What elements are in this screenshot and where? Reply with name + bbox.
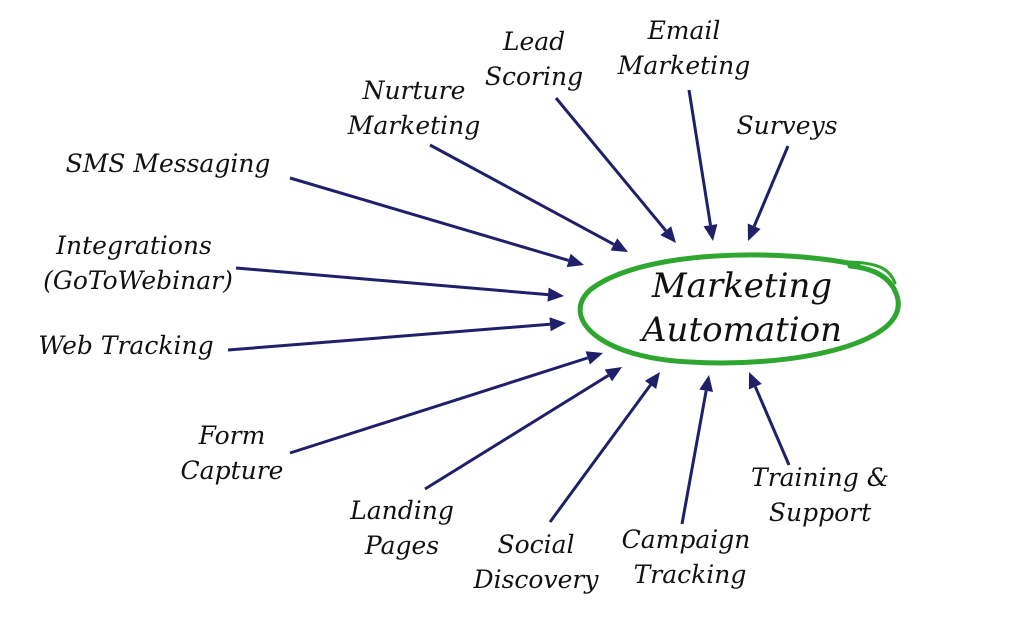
arrow-shaft	[680, 390, 708, 525]
node-label-line: Web Tracking	[38, 331, 213, 360]
node-label-line: Pages	[364, 531, 439, 560]
arrow-head	[644, 372, 660, 390]
node-web-tracking: Web Tracking	[38, 331, 213, 360]
arrow-shaft	[227, 322, 551, 352]
arrow-shaft	[429, 143, 615, 246]
arrow-web-tracking	[227, 317, 566, 352]
node-email-marketing: Email Marketing	[617, 16, 751, 80]
center-label-line2: Automation	[639, 310, 842, 350]
arrow-shaft	[687, 89, 712, 226]
node-campaign-tracking: Campaign Tracking	[622, 525, 751, 589]
node-sms-messaging: SMS Messaging	[66, 149, 271, 178]
node-integrations: Integrations (GoToWebinar)	[43, 231, 233, 295]
arrow-shaft	[753, 386, 791, 466]
arrow-head	[660, 226, 676, 243]
node-label-line: Discovery	[473, 565, 600, 594]
arrow-social-discovery	[548, 372, 660, 523]
node-social-discovery: Social Discovery	[473, 530, 600, 594]
node-label-line: Lead	[502, 27, 565, 56]
node-label-line: Surveys	[736, 111, 837, 140]
arrow-head	[747, 223, 761, 241]
arrow-nurture-marketing	[429, 143, 628, 252]
arrow-head	[547, 287, 564, 302]
node-surveys: Surveys	[736, 111, 837, 140]
node-label-line: Integrations	[55, 231, 212, 260]
arrow-head	[549, 317, 566, 332]
arrow-training-support	[748, 372, 791, 466]
node-label-line: Tracking	[634, 560, 747, 589]
node-label-line: Email	[647, 16, 721, 45]
arrow-shaft	[289, 356, 589, 455]
arrow-shaft	[752, 145, 790, 227]
arrow-shaft	[289, 176, 570, 262]
arrow-campaign-tracking	[680, 375, 714, 525]
node-label-line: Nurture	[362, 76, 466, 105]
node-label-line: Form	[198, 421, 266, 450]
center-ellipse	[577, 252, 901, 366]
node-label-line: Capture	[181, 456, 284, 485]
node-form-capture: Form Capture	[181, 421, 284, 485]
arrow-head	[699, 375, 714, 392]
arrow-shaft	[235, 266, 549, 297]
node-label-line: Campaign	[622, 525, 751, 554]
arrow-head	[585, 351, 603, 365]
arrow-head	[703, 224, 718, 241]
node-label-line: Scoring	[485, 62, 583, 91]
arrow-landing-pages	[424, 367, 622, 491]
node-label-line: Support	[769, 498, 872, 527]
node-label-line: Training &	[751, 463, 889, 492]
node-label-line: (GoToWebinar)	[43, 266, 233, 295]
arrow-shaft	[424, 374, 610, 491]
center-label-line1: Marketing	[651, 266, 832, 306]
arrow-shaft	[548, 384, 652, 523]
arrow-head	[610, 238, 628, 252]
arrow-integrations	[235, 266, 564, 302]
node-label-line: Marketing	[617, 51, 751, 80]
node-nurture-marketing: Nurture Marketing	[347, 76, 481, 140]
node-lead-scoring: Lead Scoring	[485, 27, 583, 91]
arrow-head	[566, 253, 584, 268]
node-label-line: Social	[497, 530, 574, 559]
arrows-group	[227, 89, 791, 525]
arrow-lead-scoring	[554, 97, 676, 243]
arrow-surveys	[747, 145, 790, 241]
node-label-line: Landing	[349, 496, 454, 525]
arrow-head	[604, 367, 622, 382]
node-landing-pages: Landing Pages	[349, 496, 454, 560]
arrow-head	[748, 372, 762, 390]
arrow-form-capture	[289, 351, 603, 455]
node-label-line: SMS Messaging	[66, 149, 271, 178]
node-training-support: Training & Support	[751, 463, 889, 527]
arrow-email-marketing	[687, 89, 718, 241]
arrow-sms-messaging	[289, 176, 584, 268]
arrow-shaft	[554, 97, 667, 232]
node-label-line: Marketing	[347, 111, 481, 140]
